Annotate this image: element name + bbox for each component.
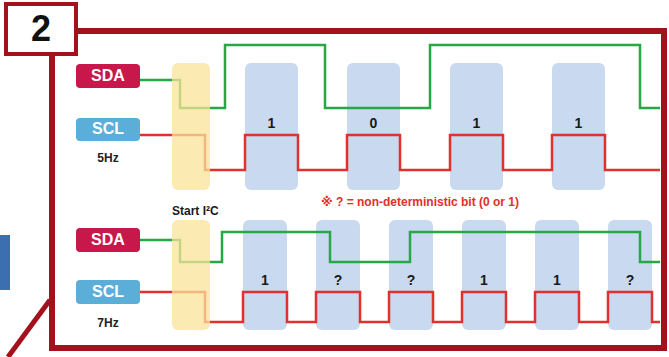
frequency-label: 5Hz	[97, 151, 118, 165]
start-band	[172, 63, 210, 190]
signal-name: SCL	[92, 120, 124, 138]
bit-value: 1	[447, 115, 506, 131]
bit-slot: ?	[386, 220, 436, 330]
bit-value: 1	[242, 115, 301, 131]
bit-value: 1	[459, 272, 509, 288]
sda-wave	[140, 45, 660, 108]
bit-slot: 1	[240, 220, 290, 330]
bit-slot: 1	[549, 63, 608, 190]
label-holder: 5Hz	[97, 148, 118, 166]
bit-value: 1	[549, 115, 608, 131]
bit-slot: 1	[447, 63, 506, 190]
bit-slot: ?	[313, 220, 363, 330]
bit-value: 1	[240, 272, 290, 288]
band-fills	[243, 63, 652, 330]
signal-label: SCL	[76, 280, 140, 304]
bit-slot: 0	[344, 63, 403, 190]
bit-value: ?	[386, 272, 436, 288]
signal-name: SDA	[91, 231, 125, 249]
signal-label: SCL	[76, 118, 140, 141]
signal-waves	[140, 45, 660, 322]
sda-wave	[140, 232, 660, 262]
start-condition-band: Start I²C	[172, 63, 210, 190]
frequency-label: 7Hz	[97, 316, 118, 330]
label-holder: ※ ? = non-deterministic bit (0 or 1)	[321, 192, 519, 210]
bit-value: ?	[313, 272, 363, 288]
start-label: Start I²C	[172, 205, 219, 219]
bit-slot: 1	[242, 63, 301, 190]
panel-frame	[52, 31, 664, 348]
bit-value: 1	[532, 272, 582, 288]
scl-wave	[140, 292, 660, 322]
start-overlay	[172, 63, 210, 330]
signal-name: SCL	[92, 283, 124, 301]
bit-slot: 1	[532, 220, 582, 330]
callout-number: 2	[4, 2, 78, 56]
scl-wave	[140, 135, 660, 170]
callout-number: 2	[31, 8, 51, 49]
legend-note: ※ ? = non-deterministic bit (0 or 1)	[321, 195, 519, 209]
bit-value: 0	[344, 115, 403, 131]
bit-slot: 1	[459, 220, 509, 330]
signal-name: SDA	[91, 67, 125, 85]
bit-slot: ?	[605, 220, 655, 330]
signal-label: SDA	[76, 64, 140, 88]
start-band	[172, 220, 210, 330]
photo-edge	[0, 235, 10, 290]
leader-line	[8, 300, 50, 357]
label-holder: 7Hz	[97, 313, 118, 331]
signal-label: SDA	[76, 228, 140, 252]
bit-value: ?	[605, 272, 655, 288]
